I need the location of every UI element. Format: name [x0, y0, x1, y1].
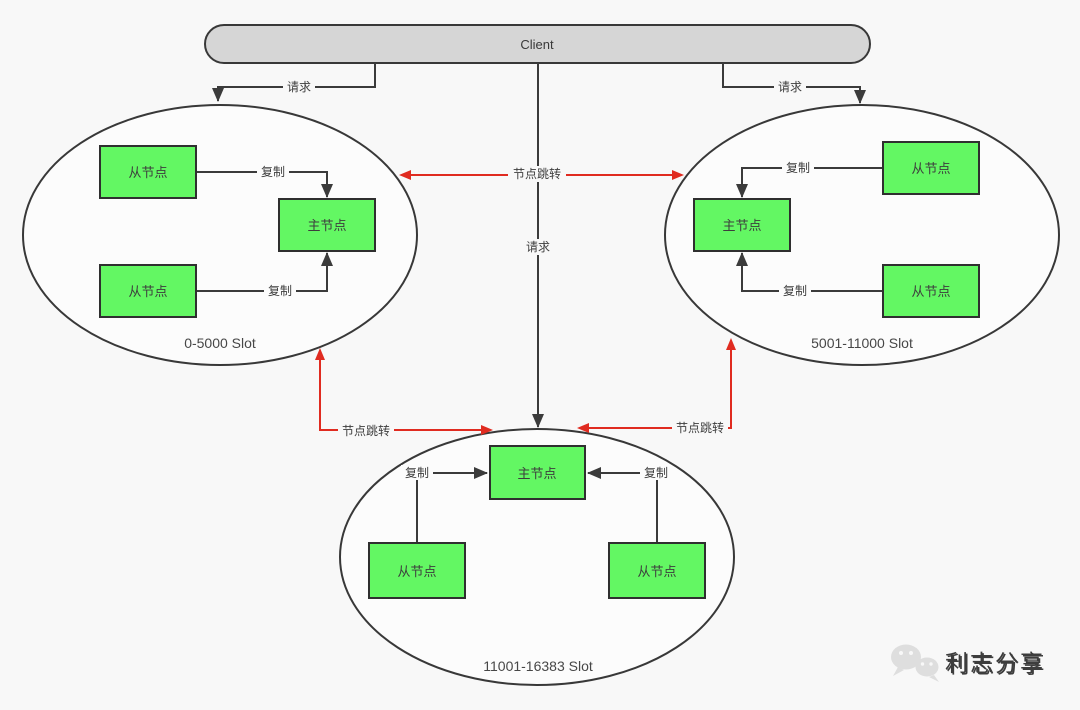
arrowhead-left-icon [399, 170, 411, 180]
label-backing [779, 283, 811, 298]
right-cluster-edges [736, 167, 883, 292]
wechat-icon [891, 644, 939, 682]
edge-node-jump-bottom-left [319, 351, 483, 431]
watermark: 利志分享 利志分享 [891, 644, 1047, 682]
left-cluster-edges [196, 171, 333, 292]
slave-node-left-top-label: 从节点 [128, 165, 167, 180]
slave-node-right-top-label: 从节点 [911, 161, 950, 176]
cluster-bottom-ellipse [339, 428, 735, 686]
edge-replicate-left-top [196, 171, 333, 198]
label-backing [264, 283, 296, 298]
label-backing [521, 239, 555, 255]
edge-label-replicate-left-top: 复制 [261, 165, 285, 179]
edge-label-node-jump-right: 节点跳转 [676, 420, 724, 435]
left-cluster-nodes [99, 145, 376, 318]
slave-node-bottom-right-label: 从节点 [637, 564, 676, 579]
slave-node-left-bottom [99, 264, 197, 318]
master-node-left-label: 主节点 [307, 218, 346, 233]
edge-label-replicate-right-bottom: 复制 [783, 284, 807, 298]
slave-node-left-bottom-label: 从节点 [128, 284, 167, 299]
arrowhead-up-icon [726, 338, 736, 350]
edge-label-replicate-bottom-right: 复制 [644, 466, 668, 480]
edge-label-request-right: 请求 [778, 80, 802, 94]
label-backing [774, 79, 806, 95]
edge-replicate-right-bottom [736, 252, 883, 292]
slave-node-right-top [882, 141, 980, 195]
arrowhead-right-icon [672, 170, 684, 180]
edge-replicate-left-bottom [196, 252, 333, 292]
label-backing [338, 423, 394, 439]
slave-node-bottom-right [608, 542, 706, 599]
edge-label-request-center: 请求 [526, 240, 550, 254]
label-backing [401, 465, 433, 480]
edge-node-jump-bottom-right [588, 341, 732, 429]
master-node-left [278, 198, 376, 252]
slot-label-bottom: 11001-16383 Slot [483, 658, 593, 674]
slot-label-left: 0-5000 Slot [184, 335, 256, 351]
master-node-bottom [489, 445, 586, 500]
edge-label-replicate-left-bottom: 复制 [268, 284, 292, 298]
right-cluster-nodes [693, 141, 980, 318]
master-node-right [693, 198, 791, 252]
label-backing [640, 465, 672, 480]
label-backing [508, 166, 566, 182]
watermark-text: 利志分享 [945, 650, 1045, 676]
slave-node-right-bottom [882, 264, 980, 318]
label-backing [782, 160, 814, 175]
slave-node-bottom-left [368, 542, 466, 599]
bottom-cluster-nodes [368, 445, 706, 599]
arrowhead-left-icon [577, 423, 589, 433]
slave-node-right-bottom-label: 从节点 [911, 284, 950, 299]
edge-replicate-right-top [736, 167, 883, 198]
client-label: Client [520, 37, 554, 52]
edge-label-replicate-bottom-left: 复制 [405, 466, 429, 480]
master-node-bottom-label: 主节点 [517, 466, 556, 481]
edge-label-replicate-right-top: 复制 [786, 161, 810, 175]
label-backing [257, 164, 289, 179]
label-backing [672, 420, 728, 436]
arrowhead-right-icon [481, 425, 493, 435]
edge-label-node-jump-horizontal: 节点跳转 [513, 166, 561, 181]
slot-label-right: 5001-11000 Slot [811, 335, 913, 351]
slave-node-bottom-left-label: 从节点 [397, 564, 436, 579]
edge-label-request-left: 请求 [287, 80, 311, 94]
master-node-right-label: 主节点 [722, 218, 761, 233]
edge-label-node-jump-left: 节点跳转 [342, 423, 390, 438]
arrowhead-up-icon [315, 348, 325, 360]
slave-node-left-top [99, 145, 197, 199]
label-backing [283, 79, 315, 95]
watermark-text-shadow: 利志分享 [947, 652, 1047, 678]
